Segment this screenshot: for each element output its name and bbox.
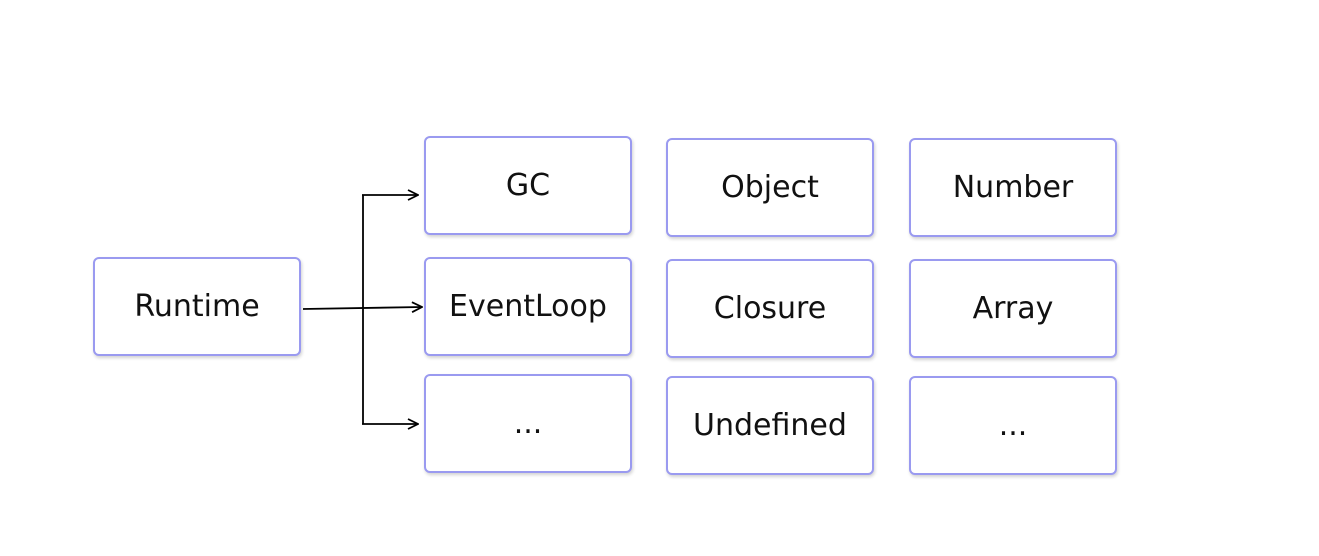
number-label: Number: [952, 170, 1074, 205]
eventloop-node: EventLoop: [424, 257, 632, 356]
gc-node: GC: [424, 136, 632, 235]
undefined-node: Undefined: [666, 376, 874, 475]
more-types-label: ...: [998, 408, 1028, 443]
more-types-node: ...: [909, 376, 1117, 475]
closure-node: Closure: [666, 259, 874, 358]
runtime-label: Runtime: [134, 289, 260, 324]
more-components-label: ...: [513, 406, 543, 441]
gc-label: GC: [505, 168, 551, 203]
array-node: Array: [909, 259, 1117, 358]
object-label: Object: [721, 170, 819, 205]
eventloop-label: EventLoop: [449, 289, 607, 324]
closure-label: Closure: [713, 291, 827, 326]
object-node: Object: [666, 138, 874, 237]
runtime-node: Runtime: [93, 257, 301, 356]
undefined-label: Undefined: [693, 408, 847, 443]
more-components-node: ...: [424, 374, 632, 473]
number-node: Number: [909, 138, 1117, 237]
array-label: Array: [972, 291, 1054, 326]
